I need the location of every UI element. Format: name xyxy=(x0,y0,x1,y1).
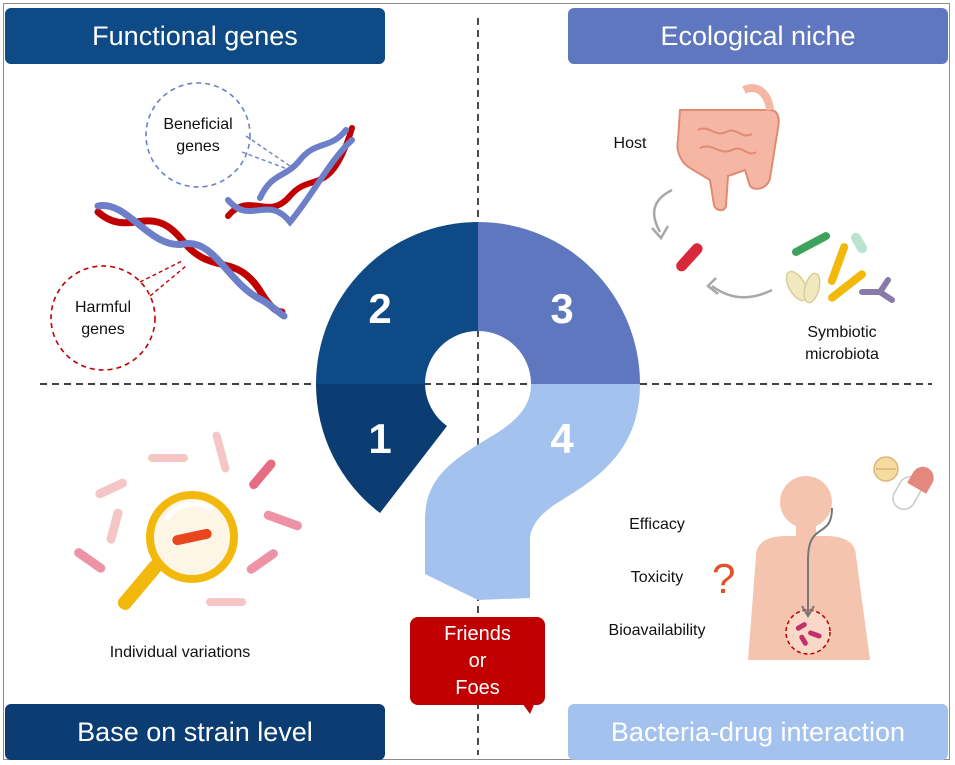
harmful-genes-label: Harmful genes xyxy=(74,299,131,338)
gut-bacteria-circle xyxy=(785,609,831,655)
segment-1 xyxy=(316,384,447,513)
individual-variations-label: Individual variations xyxy=(109,644,251,661)
header-functional-genes: Functional genes xyxy=(5,8,385,64)
quadrant-1-number: 1 xyxy=(368,415,392,462)
human-body-icon xyxy=(748,476,870,660)
bubble-line-1: Friends xyxy=(444,622,511,645)
quadrant-4-number: 4 xyxy=(550,415,574,462)
symbiotic-microbiota-icons xyxy=(785,232,895,304)
question-mark-icon: ? xyxy=(712,555,736,602)
beneficial-callout-circle xyxy=(145,82,251,188)
figure-frame xyxy=(3,3,950,760)
variation-bacteria xyxy=(74,431,302,606)
beneficial-genes-label: Beneficial genes xyxy=(163,116,233,155)
host-label: Host xyxy=(613,135,647,152)
segment-3 xyxy=(478,222,640,384)
question-mark-shape xyxy=(316,222,640,600)
efficacy-label: Efficacy xyxy=(629,516,685,533)
magnifier-icon xyxy=(117,491,238,611)
toxicity-label: Toxicity xyxy=(630,569,684,586)
header-ecological-niche: Ecological niche xyxy=(568,8,948,64)
quadrant-3-number: 3 xyxy=(550,285,574,332)
quadrant-2-number: 2 xyxy=(368,285,392,332)
bioavailability-label: Bioavailability xyxy=(608,622,706,639)
header-bacteria-drug: Bacteria-drug interaction xyxy=(568,704,948,760)
bubble-line-2: or xyxy=(468,649,487,672)
segment-2 xyxy=(316,222,478,384)
pill-icons xyxy=(873,456,934,510)
friends-or-foes-bubble: Friends or Foes xyxy=(410,617,545,705)
intestine-icon xyxy=(676,84,780,212)
red-bacterium xyxy=(676,243,703,272)
symbiotic-microbiota-label: Symbiotic microbiota xyxy=(805,324,879,363)
segment-4 xyxy=(425,384,640,600)
header-strain-level: Base on strain level xyxy=(5,704,385,760)
dna-helix-harmful xyxy=(94,202,288,320)
bubble-line-3: Foes xyxy=(455,676,500,699)
harmful-callout-circle xyxy=(50,265,156,371)
dna-helix-beneficial xyxy=(225,125,355,227)
